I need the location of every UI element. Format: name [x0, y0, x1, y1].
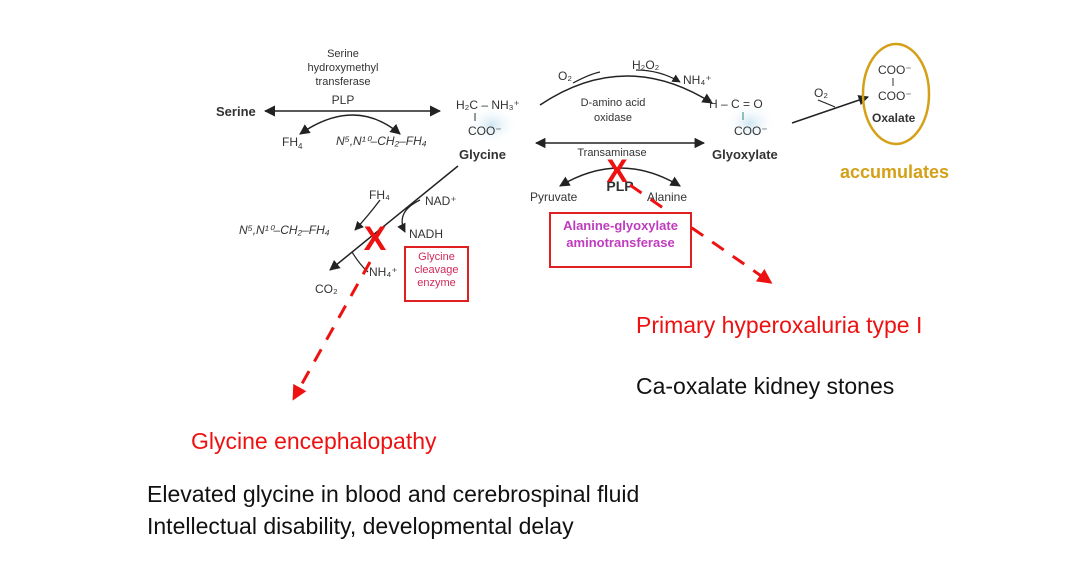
serine-enzyme-line1: Serine — [327, 48, 359, 60]
co2-label: CO₂ — [315, 282, 338, 296]
agxt-enzyme-box: Alanine-glyoxylate aminotransferase — [549, 212, 692, 268]
nh4-top-label: NH₄⁺ — [683, 73, 712, 87]
agxt-line1: Alanine-glyoxylate — [563, 218, 678, 233]
serine-enzyme-line2: hydroxymethyl — [308, 62, 379, 74]
oxalate-coo-bottom: COO⁻ — [878, 89, 912, 103]
block-mark-left: X — [364, 220, 387, 258]
oxalate-highlight-ellipse — [861, 42, 931, 146]
symptom-line-2: Intellectual disability, developmental d… — [147, 513, 574, 539]
glycine-formula-top: H₂C – NH₃⁺ — [456, 98, 520, 112]
nad-label: NAD⁺ — [425, 194, 457, 208]
o2-right-label: O₂ — [814, 86, 828, 100]
nadh-label: NADH — [409, 227, 443, 241]
nh4-lower-label: NH₄⁺ — [369, 265, 398, 279]
oxalate-label: Oxalate — [872, 111, 916, 125]
block-mark-right: X — [606, 153, 628, 189]
daao-line2: oxidase — [594, 112, 632, 124]
pyruvate-label: Pyruvate — [530, 190, 578, 204]
red-dashed-arrow-left — [292, 261, 372, 401]
serine-enzyme-line3: transferase — [315, 76, 370, 88]
glycine-label: Glycine — [459, 147, 506, 162]
transaminase-label: Transaminase — [577, 147, 646, 159]
glyoxylate-formula-bottom: COO⁻ — [734, 124, 768, 138]
glyoxylate-oxalate-arrow — [791, 95, 869, 124]
accumulates-label: accumulates — [840, 162, 950, 182]
glycine-cleavage-enzyme-box: Glycine cleavage enzyme — [404, 246, 469, 302]
methylene-thf-lower: N⁵,N¹⁰–CH₂–FH₄ — [239, 223, 330, 237]
red-dashed-arrow-right — [629, 183, 773, 284]
encephalopathy-label: Glycine encephalopathy — [191, 428, 437, 454]
fh4-lower-label: FH₄ — [369, 188, 390, 202]
glycine-cleavage-arrow — [329, 165, 459, 271]
glycine-cleavage-line3: enzyme — [417, 277, 456, 289]
hyperoxaluria-label: Primary hyperoxaluria type I — [636, 312, 923, 338]
glycine-cleavage-line1: Glycine — [418, 251, 455, 263]
h2o2-label: H₂O₂ — [632, 58, 660, 72]
plp-top-label: PLP — [332, 93, 355, 107]
nad-nadh-arc — [397, 199, 421, 233]
methylene-thf-top: N⁵,N¹⁰–CH₂–FH₄ — [336, 134, 427, 148]
o2-left-label: O₂ — [558, 69, 572, 83]
fh4-thf-arc — [354, 199, 381, 231]
kidney-stones-label: Ca-oxalate kidney stones — [636, 373, 895, 399]
symptom-line-1: Elevated glycine in blood and cerebrospi… — [147, 481, 640, 507]
plp-mid-label: PLP — [606, 178, 633, 194]
oxalate-coo-top: COO⁻ — [878, 63, 912, 77]
glycine-cleavage-line2: cleavage — [414, 264, 459, 276]
o2-right-curve — [817, 99, 836, 108]
glyoxylate-formula-top: H – C = O — [709, 97, 763, 111]
glyoxylate-glow — [724, 103, 776, 143]
h2o2-out-curve — [635, 69, 681, 83]
agxt-line2: aminotransferase — [566, 235, 675, 250]
glycine-formula-bottom: COO⁻ — [468, 124, 502, 138]
alanine-label: Alanine — [647, 190, 687, 204]
serine-label: Serine — [216, 104, 256, 119]
glyoxylate-label: Glyoxylate — [712, 147, 778, 162]
pyruvate-alanine-arc — [559, 167, 681, 187]
fh4-cofactor-arc — [299, 114, 401, 135]
glycine-glow — [466, 105, 518, 145]
daao-arc — [539, 75, 713, 106]
daao-line1: D-amino acid — [581, 97, 646, 109]
o2-in-curve — [572, 71, 601, 84]
fh4-left-label: FH4 — [282, 135, 303, 151]
